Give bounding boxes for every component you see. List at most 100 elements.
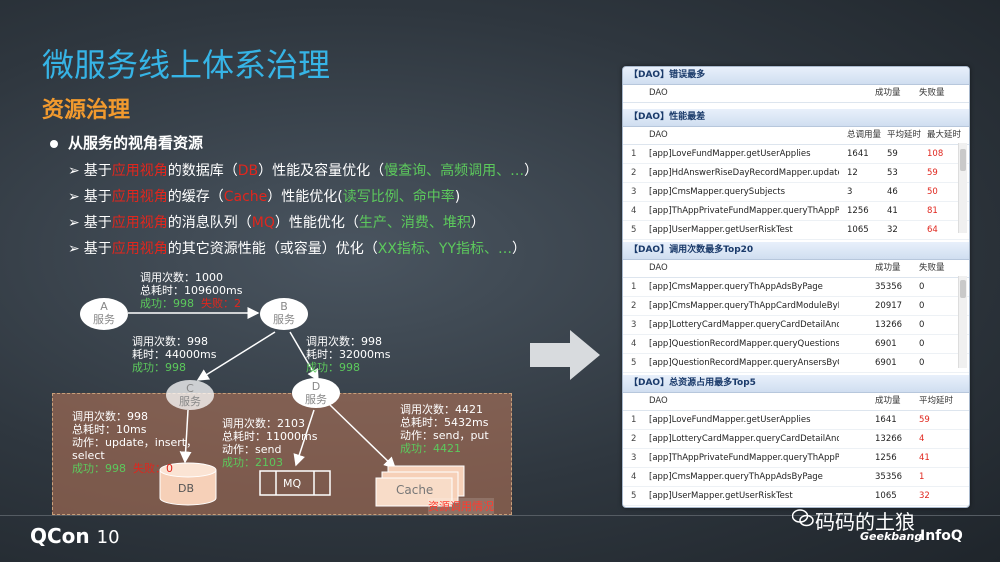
- bullet-highlight: DB: [237, 163, 259, 179]
- bullet-highlight: 应用视角: [111, 241, 168, 257]
- dao-name-cell: [app]LoveFundMapper.getUserApplies: [649, 415, 811, 425]
- dao-name-cell: [app]LotteryCardMapper.queryCardDetailAn…: [649, 434, 839, 444]
- mq-queue-icon: [259, 470, 331, 496]
- bullet-highlight: 应用视角: [111, 215, 168, 231]
- bullet-highlight: MQ: [251, 215, 275, 231]
- edge-c-db: [179, 409, 192, 464]
- infoq-logo: InfoQ: [920, 528, 963, 544]
- table-row[interactable]: 2 [app]HdAnswerRiseDayRecordMapper.update…: [623, 164, 969, 183]
- table-cell: 1256: [875, 453, 897, 463]
- table-row[interactable]: 3[app]LotteryCardMapper.queryCardDetailA…: [623, 316, 969, 335]
- bullet-text: ）: [524, 163, 539, 179]
- table-cell: 1065: [847, 225, 869, 235]
- dao-name-cell: [app]CmsMapper.querySubjects: [649, 187, 785, 197]
- table-cell: 1065: [875, 491, 897, 501]
- table-cell: 20917: [875, 301, 903, 311]
- section-subtitle: 资源治理: [42, 98, 131, 123]
- dao-name-cell: [app]ThAppPrivateFundMapper.queryThAppPr…: [649, 453, 839, 463]
- table-cell: 41: [887, 206, 898, 216]
- table-row[interactable]: 4[app]ThAppPrivateFundMapper.queryThAppP…: [623, 202, 969, 221]
- arrow-right-icon: ➢: [68, 241, 80, 257]
- table-cell: 3: [631, 320, 637, 330]
- scrollbar[interactable]: [958, 276, 967, 368]
- edge-d-cache: [329, 404, 397, 470]
- geekbang-logo: Geekbang: [860, 530, 923, 543]
- table-cell: 1256: [847, 206, 869, 216]
- table-cell: 32: [887, 225, 898, 235]
- bullet-line: ➢基于应用视角的缓存（Cache）性能优化(读写比例、命中率): [68, 186, 460, 206]
- table-cell: 59: [919, 415, 930, 425]
- table-cell: 1: [631, 149, 637, 159]
- bullet-detail: 生产、消费、堆积: [358, 215, 471, 231]
- table-cell: 0: [919, 358, 925, 368]
- table-cell: 4: [631, 206, 637, 216]
- dao-name-cell: [app]QuestionRecordMapper.queryQuestions…: [649, 339, 839, 349]
- bullet-text: 的缓存（: [167, 189, 224, 205]
- table-cell: 1: [631, 282, 637, 292]
- edge-b-d: [289, 331, 319, 382]
- bullet-text: ): [454, 189, 461, 205]
- dao-name-cell: [app]QuestionRecordMapper.queryAnsersByQ…: [649, 358, 839, 368]
- table-cell: 2: [631, 301, 637, 311]
- bullet-text: ）: [512, 241, 527, 257]
- mq-label: MQ: [283, 477, 302, 490]
- bullet-line: ➢基于应用视角的数据库（DB）性能及容量优化（慢查询、高频调用、…）: [68, 160, 538, 180]
- table-cell: 1: [631, 415, 637, 425]
- footer-divider: [0, 515, 1000, 516]
- table-row[interactable]: 2 [app]CmsMapper.queryThAppCardModuleByPa…: [623, 297, 969, 316]
- resource-calls-label: 资源调用情况: [428, 498, 494, 514]
- table-cell: 2: [631, 168, 637, 178]
- table-cell: 0: [919, 320, 925, 330]
- main-bullet-text: 从服务的视角看资源: [68, 134, 204, 152]
- table-cell: 3: [631, 187, 637, 197]
- table-row[interactable]: 2[app]LotteryCardMapper.queryCardDetailA…: [623, 430, 969, 449]
- scrollbar[interactable]: [958, 143, 967, 233]
- bullet-text: ）: [470, 215, 485, 231]
- table-cell: 59: [887, 149, 898, 159]
- table-cell: 1641: [875, 415, 897, 425]
- table-cell: 59: [927, 168, 938, 178]
- arrow-right-icon: ➢: [68, 189, 80, 205]
- dao-name-cell: [app]UserMapper.getUserRiskTest: [649, 491, 793, 501]
- table-cell: 0: [919, 339, 925, 349]
- db-label: DB: [178, 482, 195, 495]
- bullet-highlight: 应用视角: [111, 163, 168, 179]
- bullet-detail: XX指标、YY指标、…: [377, 241, 513, 257]
- edge-d-mq: [293, 409, 315, 467]
- table-row[interactable]: 5[app]QuestionRecordMapper.queryAnsersBy…: [623, 354, 969, 373]
- table-row[interactable]: 3 [app]ThAppPrivateFundMapper.queryThAppP…: [623, 449, 969, 468]
- table-cell: 108: [927, 149, 944, 159]
- db-cylinder-icon: [159, 462, 217, 506]
- page-title: 微服务线上体系治理: [42, 46, 331, 84]
- bullet-dot-icon: [50, 139, 58, 148]
- watermark-text: 码码的土狼: [815, 510, 915, 534]
- bullet-text: ）性能优化(: [267, 189, 343, 205]
- table-cell: 0: [919, 282, 925, 292]
- big-arrow-right-icon: [530, 330, 600, 380]
- table-cell: 6901: [875, 339, 897, 349]
- table-row[interactable]: 4 [app]QuestionRecordMapper.queryQuestion…: [623, 335, 969, 354]
- table-cell: 5: [631, 225, 637, 235]
- dao-name-cell: [app]CmsMapper.queryThAppCardModuleByPag…: [649, 301, 839, 311]
- table-row[interactable]: 1 [app]LoveFundMapper.getUserApplies 1641 5…: [623, 411, 969, 430]
- main-bullet: 从服务的视角看资源: [50, 132, 203, 153]
- table-cell: 3: [631, 453, 637, 463]
- bullet-text: 的消息队列（: [167, 215, 252, 231]
- table-cell: 4: [631, 339, 637, 349]
- dao-name-cell: [app]HdAnswerRiseDayRecordMapper.updateH: [649, 168, 839, 178]
- bullet-detail: 读写比例、命中率: [342, 189, 455, 205]
